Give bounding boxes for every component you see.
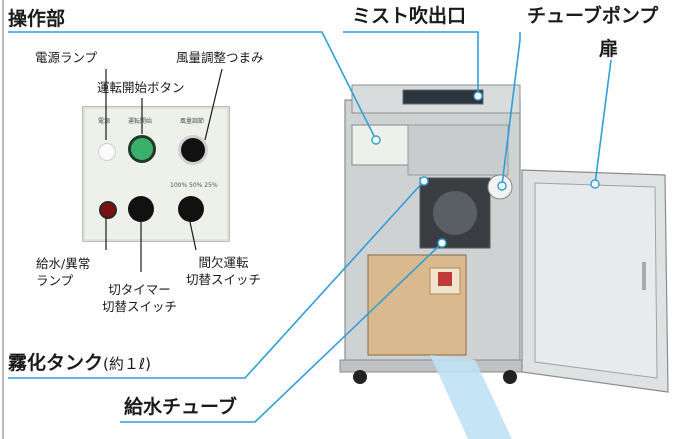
tube-pump-label: チューブポンプ (527, 5, 659, 27)
atomizer-tank-main: 霧化タンク (8, 352, 104, 374)
panel-power-label: 電源 (98, 118, 111, 125)
off-timer-switch-label: 切タイマー 切替スイッチ (102, 282, 178, 314)
water-error-lamp-label: 給水/異常 ランプ (36, 256, 91, 288)
atomizer-tank-label: 霧化タンク(約１ℓ) (8, 354, 151, 373)
mist-outlet-label: ミスト吹出口 (352, 5, 467, 27)
start-button-label: 運転開始ボタン (97, 80, 185, 95)
off-timer-switch[interactable] (128, 196, 154, 222)
airflow-knob-label: 風量調整つまみ (176, 50, 264, 65)
airflow-knob[interactable] (178, 135, 208, 165)
panel-airflow-label: 風量調節 (180, 118, 205, 125)
control-panel-title: 操作部 (8, 8, 66, 30)
atomizer-tank-capacity: (約１ℓ) (103, 355, 151, 373)
panel-levels-label: 100% 50% 25% (170, 182, 218, 189)
control-panel-inset (82, 106, 230, 242)
water-tube-label: 給水チューブ (124, 396, 237, 418)
power-lamp-label: 電源ランプ (35, 50, 98, 65)
power-lamp-indicator (98, 143, 116, 161)
door-label: 扉 (599, 38, 619, 60)
start-button[interactable] (128, 135, 156, 163)
intermittent-switch-label: 間欠運転 切替スイッチ (186, 255, 262, 287)
panel-start-label: 運転開始 (128, 118, 153, 125)
intermittent-switch[interactable] (178, 196, 204, 222)
water-error-lamp-indicator (99, 201, 117, 219)
